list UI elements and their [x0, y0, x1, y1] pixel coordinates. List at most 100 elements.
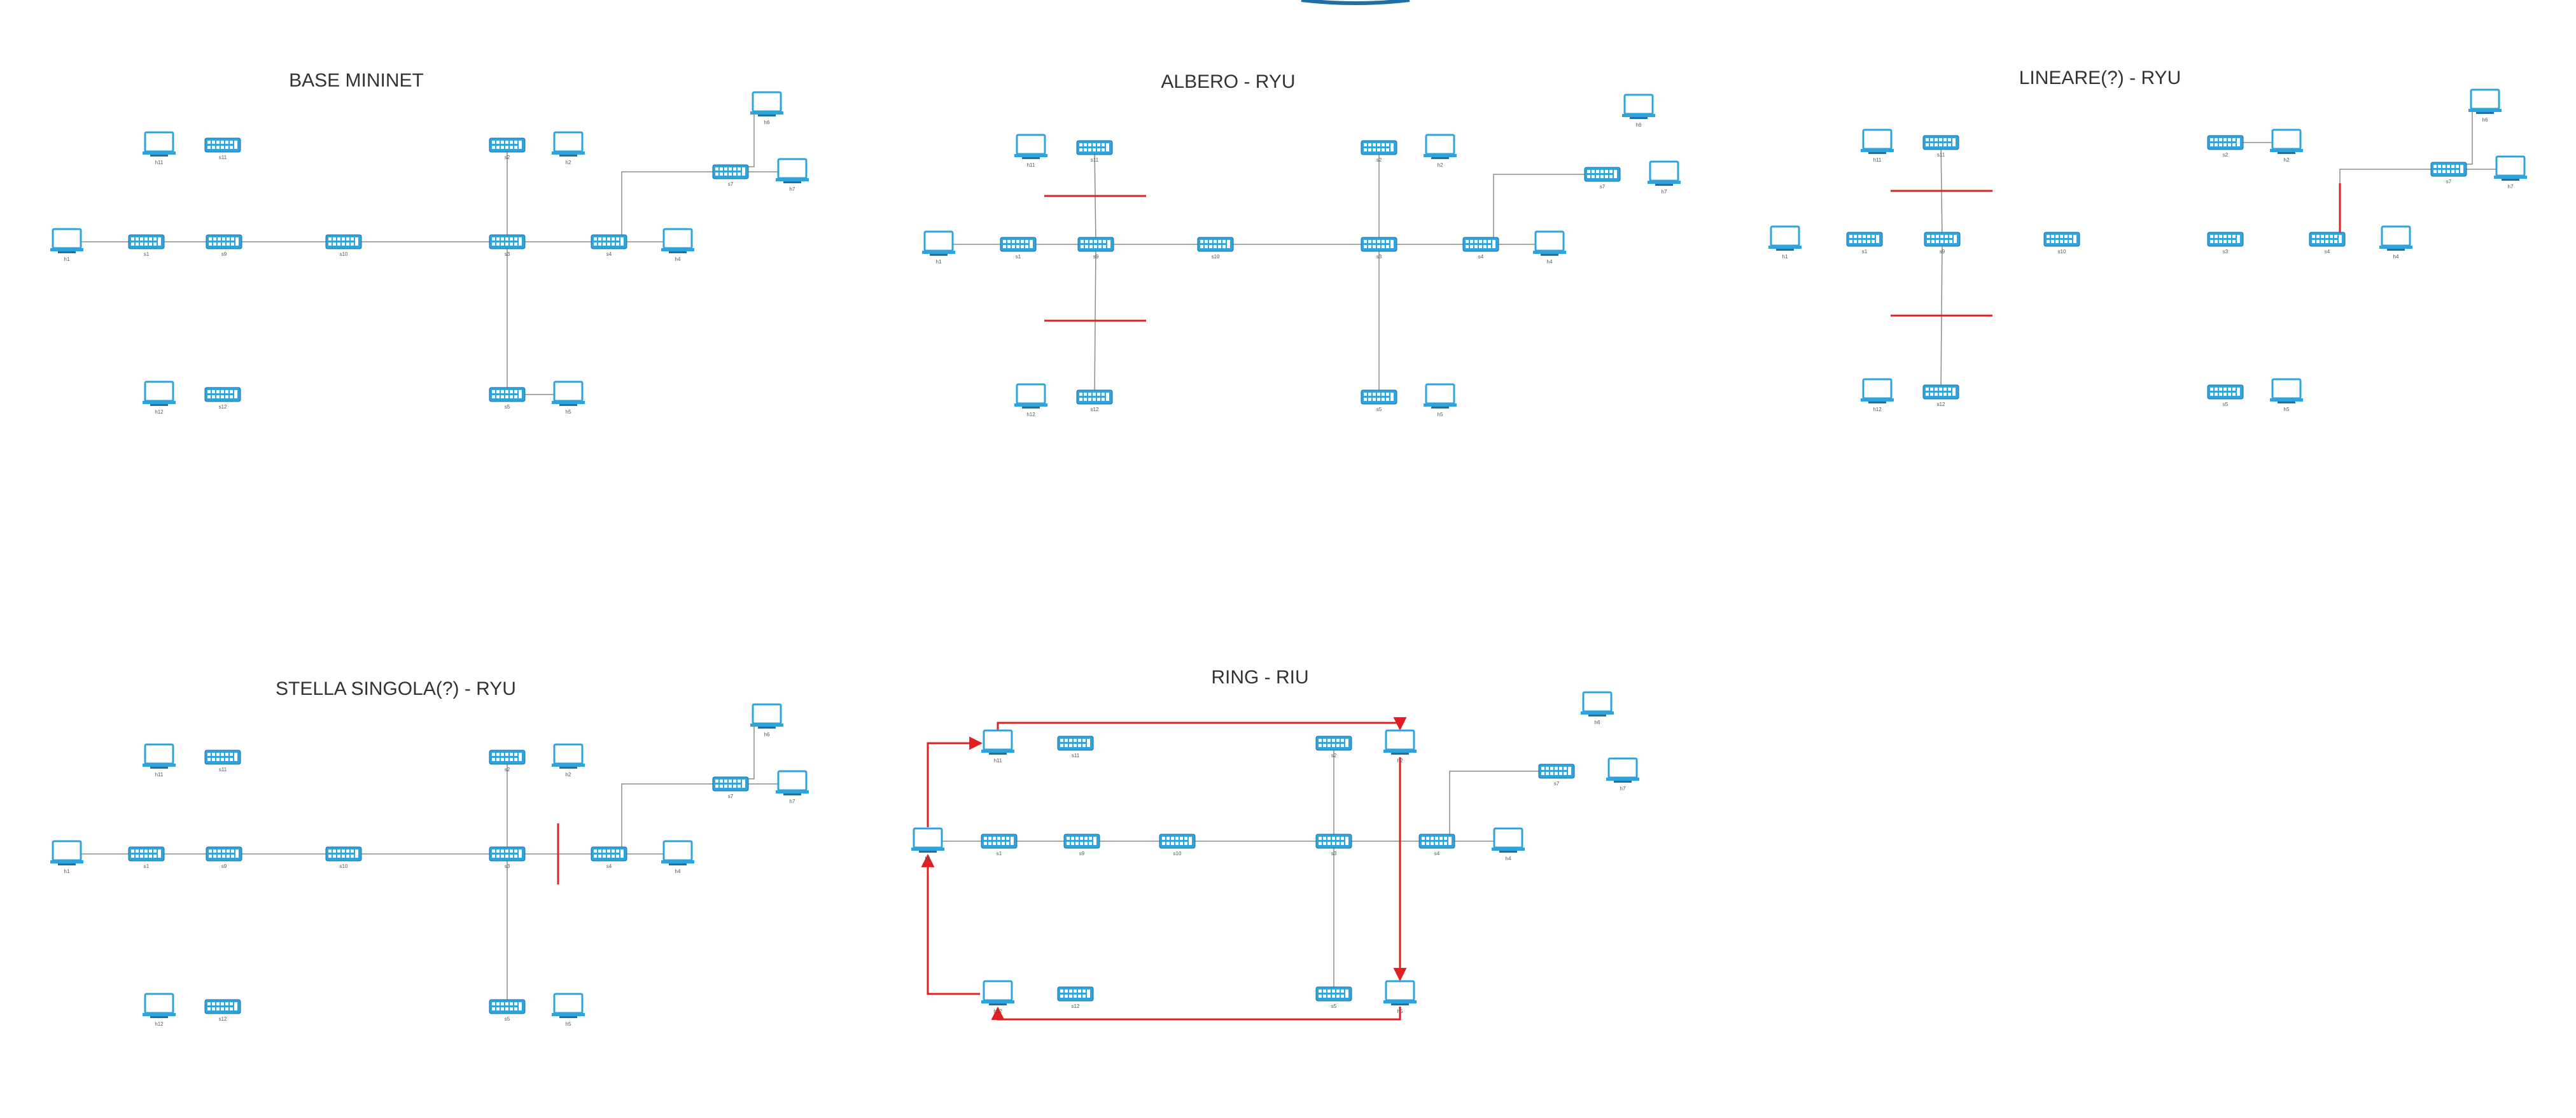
network-switch-icon — [489, 137, 526, 153]
s5-switch: s5 — [1315, 986, 1352, 1009]
h12-host: h12 — [1014, 383, 1047, 417]
node-label: s10 — [340, 863, 348, 869]
network-switch-icon — [206, 846, 242, 862]
node-label: s5 — [505, 1016, 510, 1022]
h12-host: h12 — [143, 993, 176, 1027]
node-label: h11 — [155, 160, 164, 165]
node-label: h1 — [64, 869, 70, 874]
computer-monitor-icon — [1861, 129, 1894, 154]
computer-monitor-icon — [143, 381, 176, 406]
network-switch-icon — [325, 846, 362, 862]
h11-host: h11 — [143, 743, 176, 778]
computer-monitor-icon — [1014, 134, 1047, 159]
s4-switch: s4 — [591, 234, 627, 257]
computer-monitor-icon — [981, 980, 1014, 1005]
network-switch-icon — [1315, 834, 1352, 849]
node-label: s3 — [2223, 249, 2229, 255]
node-label: s10 — [1173, 851, 1182, 856]
network-switch-icon — [981, 834, 1018, 849]
node-label: s9 — [221, 863, 227, 869]
network-switch-icon — [489, 999, 526, 1014]
node-label: s12 — [1937, 402, 1945, 407]
node-label: h4 — [675, 869, 681, 874]
network-switch-icon — [2043, 232, 2080, 247]
s11-switch: s11 — [204, 137, 241, 160]
node-label: s11 — [219, 155, 227, 160]
h2-host: h2 — [552, 743, 585, 778]
network-switch-icon — [128, 846, 165, 862]
s12-switch: s12 — [1057, 986, 1094, 1009]
node-label: h12 — [1026, 412, 1035, 417]
network-switch-icon — [1846, 232, 1883, 247]
s3-switch: s3 — [1361, 237, 1397, 260]
node-label: s10 — [1212, 254, 1220, 260]
diagram-title: STELLA SINGOLA(?) - RYU — [276, 678, 516, 699]
s5-switch: s5 — [489, 387, 526, 410]
h6-host: h6 — [1581, 691, 1614, 725]
network-switch-icon — [2430, 162, 2467, 177]
network-switch-icon — [1057, 736, 1094, 751]
s7-switch: s7 — [712, 776, 749, 799]
node-label: s3 — [1331, 851, 1337, 856]
h12-host: h12 — [981, 980, 1014, 1014]
network-switch-icon — [1315, 986, 1352, 1002]
network-switch-icon — [1418, 834, 1455, 849]
s10-switch: s10 — [1197, 237, 1234, 260]
computer-monitor-icon — [2379, 225, 2412, 251]
network-switch-icon — [204, 137, 241, 153]
s1-switch: s1 — [128, 234, 165, 257]
network-switch-icon — [712, 776, 749, 792]
computer-monitor-icon — [50, 840, 83, 865]
node-label: h4 — [1506, 856, 1511, 862]
s1-switch: s1 — [128, 846, 165, 869]
s11-switch: s11 — [1922, 135, 1959, 158]
network-switch-icon — [1159, 834, 1196, 849]
computer-monitor-icon — [1533, 230, 1566, 256]
node-label: h6 — [764, 120, 770, 125]
h1-host: h1 — [911, 827, 944, 862]
node-label: s9 — [1093, 254, 1099, 260]
h7-host: h7 — [776, 770, 809, 804]
h5-host: h5 — [1383, 980, 1417, 1014]
s2-switch: s2 — [2207, 135, 2244, 158]
s3-switch: s3 — [1315, 834, 1352, 856]
h2-host: h2 — [2270, 129, 2303, 163]
node-label: s2 — [2223, 152, 2229, 158]
network-switch-icon — [1584, 167, 1621, 182]
node-label: h4 — [675, 256, 681, 262]
s1-switch: s1 — [1000, 237, 1037, 260]
s7-switch: s7 — [2430, 162, 2467, 185]
s3-switch: s3 — [489, 234, 526, 257]
node-label: s7 — [2446, 179, 2452, 185]
computer-monitor-icon — [661, 840, 694, 865]
network-switch-icon — [128, 234, 165, 249]
node-label: s11 — [1937, 152, 1945, 158]
node-label: h11 — [155, 772, 164, 778]
s9-switch: s9 — [1077, 237, 1114, 260]
network-switch-icon — [489, 846, 526, 862]
h1-host: h1 — [50, 228, 83, 262]
network-switch-icon — [1315, 736, 1352, 751]
s4-switch: s4 — [1418, 834, 1455, 856]
node-label: s5 — [2223, 402, 2229, 407]
computer-monitor-icon — [2270, 378, 2303, 403]
network-switch-icon — [1361, 389, 1397, 405]
s4-switch: s4 — [2309, 232, 2346, 255]
network-switch-icon — [1462, 237, 1499, 252]
node-label: h1 — [1782, 254, 1788, 260]
h11-host: h11 — [981, 729, 1014, 764]
computer-monitor-icon — [2468, 88, 2502, 114]
h7-host: h7 — [2494, 155, 2527, 190]
h12-host: h12 — [1861, 378, 1894, 412]
computer-monitor-icon — [143, 743, 176, 769]
computer-monitor-icon — [776, 158, 809, 183]
h6-host: h6 — [750, 91, 783, 125]
h6-host: h6 — [2468, 88, 2502, 123]
node-label: h6 — [1595, 720, 1600, 725]
s9-switch: s9 — [206, 846, 242, 869]
h4-host: h4 — [661, 840, 694, 874]
network-switch-icon — [206, 234, 242, 249]
node-label: s4 — [1478, 254, 1484, 260]
network-switch-icon — [204, 750, 241, 765]
